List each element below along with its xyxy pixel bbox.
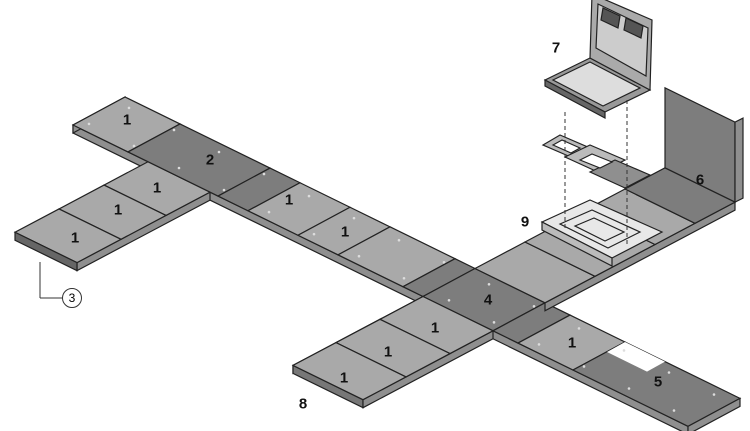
screw-dot (667, 371, 671, 374)
floor-box-lid-slot (600, 7, 621, 29)
floor-box-insert-side (541, 221, 613, 267)
screw-dot (577, 327, 581, 330)
label-panel-1: 1 (284, 191, 294, 209)
label-wall-riser: 6 (695, 171, 705, 189)
screw-dot (177, 166, 181, 170)
screw-dot (447, 299, 451, 302)
screw-dot (312, 232, 316, 236)
screw-dot (622, 349, 626, 352)
label-panel-2: 2 (205, 151, 215, 169)
label-floor-box-lid: 7 (551, 39, 561, 57)
floor-box-insert-inner (558, 209, 642, 249)
label-panel-1: 1 (383, 343, 393, 361)
label-panel-1: 1 (113, 201, 123, 219)
screw-dot (397, 238, 401, 242)
screw-dot (712, 393, 716, 396)
screw-dot (172, 128, 176, 132)
screw-dot (627, 387, 631, 390)
screw-dot (352, 216, 356, 220)
end-section-face (14, 231, 78, 272)
screw-dot (672, 409, 676, 412)
plate-cutout (578, 153, 614, 169)
corner-notch (607, 342, 665, 372)
floor-box-base-side (544, 79, 606, 119)
screw-dot (87, 122, 91, 126)
label-panel-1: 1 (430, 319, 440, 337)
label-panel-1: 1 (567, 334, 577, 352)
screw-dot (537, 343, 541, 346)
screw-dot (357, 254, 361, 258)
label-end-cap: 8 (298, 395, 308, 413)
screw-dot (262, 172, 266, 176)
screw-dot (402, 276, 406, 280)
label-cross-junction: 4 (483, 291, 493, 309)
screw-dot (532, 305, 536, 308)
screw-dot (442, 260, 446, 264)
cross-lower-panel (291, 341, 408, 401)
floor-box-base-inner (551, 61, 642, 107)
wall-riser-side (734, 117, 744, 204)
screw-dot (222, 188, 226, 192)
label-panel-1: 1 (70, 229, 80, 247)
screw-dot (267, 210, 271, 214)
label-end-section: 3 (62, 288, 82, 308)
screw-dot (582, 365, 586, 368)
screw-dot (127, 106, 131, 110)
label-panel-1: 1 (339, 369, 349, 387)
label-panel-1: 1 (340, 223, 350, 241)
floor-box-insert-inner (573, 217, 626, 242)
screw-dot (217, 150, 221, 154)
label-floor-box-insert: 9 (520, 213, 530, 231)
corner-end-face (687, 397, 741, 431)
floor-box-lid-slot (623, 17, 644, 39)
label-panel-1: 1 (152, 179, 162, 197)
screw-dot (307, 194, 311, 198)
screw-dot (492, 321, 496, 324)
screw-dot (132, 144, 136, 148)
screw-dot (487, 283, 491, 286)
label-corner-section: 5 (653, 373, 663, 391)
label-panel-1: 1 (122, 111, 132, 129)
